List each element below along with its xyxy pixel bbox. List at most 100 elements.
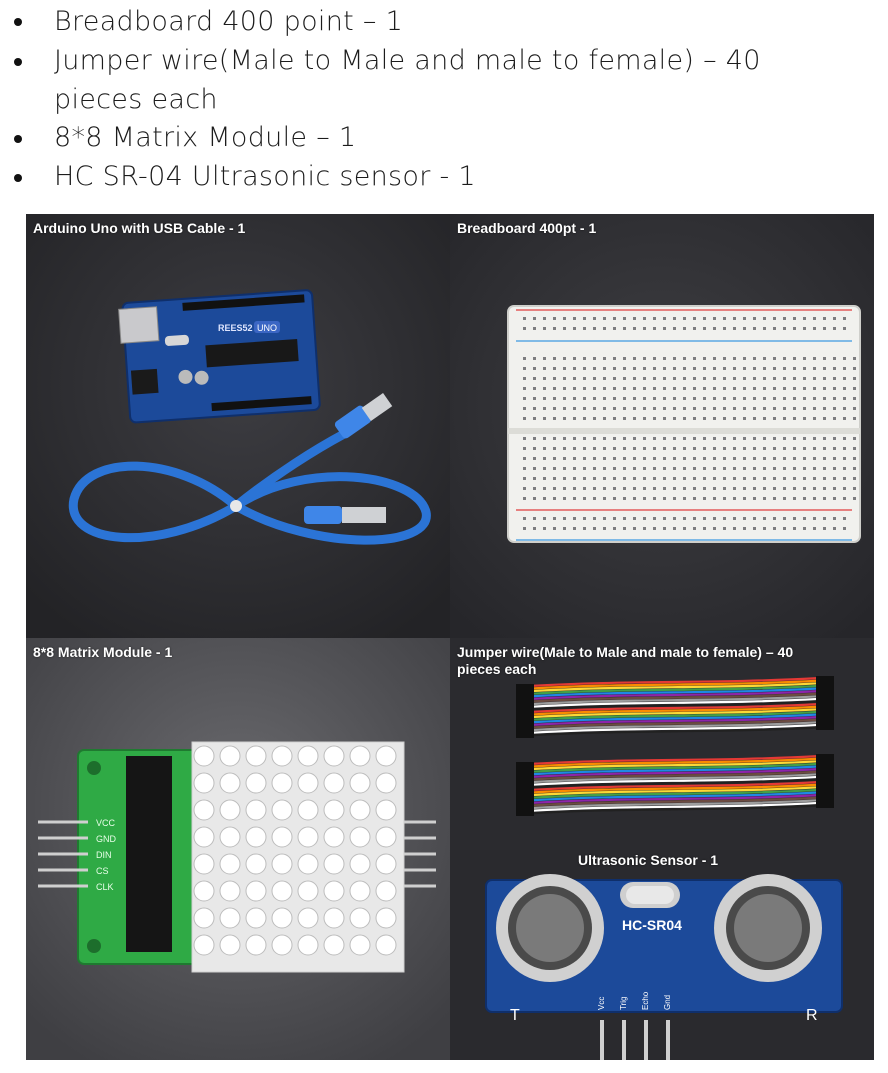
led-dot bbox=[349, 772, 371, 794]
jumper-wire bbox=[529, 796, 821, 807]
jumper-wire bbox=[529, 804, 821, 815]
jumper-wire bbox=[529, 788, 821, 799]
usb-cable bbox=[68, 392, 431, 545]
led-dot bbox=[193, 826, 215, 848]
led-dot bbox=[245, 934, 267, 956]
led-dot bbox=[245, 907, 267, 929]
led-dot bbox=[245, 880, 267, 902]
bullet-dot bbox=[14, 58, 22, 66]
jumper-wire bbox=[529, 791, 821, 802]
board-label: REES52 bbox=[218, 323, 253, 333]
jumper-wire bbox=[529, 723, 821, 734]
led-dot bbox=[271, 772, 293, 794]
pin-label-vcc: Vcc bbox=[597, 997, 606, 1010]
breadboard-illustration bbox=[450, 214, 874, 638]
led-dot bbox=[375, 772, 397, 794]
led-dot bbox=[245, 826, 267, 848]
led-dot bbox=[375, 907, 397, 929]
matrix-panel: VCC GND DIN CS CLK 8*8 Matrix Module - 1 bbox=[26, 638, 450, 1060]
jumper-wire bbox=[529, 679, 821, 690]
jumper-wire bbox=[529, 695, 821, 706]
wire-connectors-right bbox=[816, 676, 834, 730]
jumper-wire bbox=[529, 799, 821, 810]
jumper-wire bbox=[529, 793, 821, 805]
bullet-dot bbox=[14, 18, 22, 26]
list-item-matrix-module: 8*8 Matrix Module – 1 bbox=[54, 122, 357, 153]
list-item-jumper-wire-continued: pieces each bbox=[54, 84, 218, 115]
matrix-caption: 8*8 Matrix Module - 1 bbox=[33, 644, 173, 660]
led-dot bbox=[245, 772, 267, 794]
led-dot bbox=[219, 745, 241, 767]
led-dot bbox=[271, 907, 293, 929]
led-dot bbox=[245, 745, 267, 767]
jumper-wire bbox=[529, 687, 821, 698]
wire-connectors-left bbox=[516, 762, 534, 816]
led-dot bbox=[219, 880, 241, 902]
led-dot bbox=[297, 826, 319, 848]
led-dot bbox=[193, 772, 215, 794]
uno-badge bbox=[254, 321, 280, 333]
led-dot bbox=[323, 826, 345, 848]
wire-connectors-left bbox=[516, 684, 534, 738]
bullet-dot bbox=[14, 174, 22, 182]
led-dot bbox=[219, 799, 241, 821]
list-item-ultrasonic-sensor: HC SR-04 Ultrasonic sensor - 1 bbox=[54, 161, 476, 192]
jumper-wire bbox=[529, 801, 821, 812]
jumper-wire bbox=[529, 689, 821, 701]
led-dot bbox=[375, 799, 397, 821]
jumper-wire bbox=[529, 715, 821, 727]
jumper-wire bbox=[529, 700, 821, 711]
led-dot bbox=[375, 880, 397, 902]
led-dot bbox=[271, 745, 293, 767]
jumper-wire bbox=[529, 775, 821, 786]
led-dot bbox=[271, 934, 293, 956]
jumper-wire bbox=[529, 754, 821, 766]
led-dot bbox=[323, 934, 345, 956]
led-dot bbox=[271, 826, 293, 848]
jumper-wire-caption-line2: pieces each bbox=[457, 661, 537, 677]
led-dot bbox=[193, 934, 215, 956]
list-item-breadboard: Breadboard 400 point – 1 bbox=[54, 6, 404, 37]
led-dot bbox=[271, 880, 293, 902]
arduino-caption: Arduino Uno with USB Cable - 1 bbox=[33, 220, 246, 236]
led-dot bbox=[323, 745, 345, 767]
jumper-wire bbox=[529, 721, 821, 732]
jumper-wire bbox=[529, 713, 821, 724]
pin-label-clk: CLK bbox=[96, 882, 114, 892]
component-photo-grid: REES52 UNO Arduino Uno with USB Cable - … bbox=[26, 214, 874, 1060]
jumper-wire bbox=[529, 684, 821, 695]
pin-label-gnd: GND bbox=[96, 834, 117, 844]
jumper-wire-caption: Jumper wire(Male to Male and male to fem… bbox=[457, 644, 793, 678]
led-dot bbox=[271, 853, 293, 875]
ultrasonic-caption: Ultrasonic Sensor - 1 bbox=[578, 852, 719, 868]
jumper-wire bbox=[529, 676, 821, 688]
led-dot bbox=[349, 853, 371, 875]
jumper-wire bbox=[529, 757, 821, 768]
led-dot bbox=[193, 907, 215, 929]
led-dot bbox=[349, 826, 371, 848]
jumper-wire bbox=[529, 783, 821, 794]
led-dot bbox=[323, 799, 345, 821]
led-dot bbox=[297, 772, 319, 794]
led-dot bbox=[219, 853, 241, 875]
led-dot bbox=[349, 907, 371, 929]
pin-label-cs: CS bbox=[96, 866, 109, 876]
jumper-wire bbox=[529, 710, 821, 721]
arduino-panel: REES52 UNO Arduino Uno with USB Cable - … bbox=[26, 214, 450, 638]
led-dot bbox=[297, 745, 319, 767]
jumper-wire bbox=[529, 708, 821, 719]
led-dot bbox=[323, 880, 345, 902]
jumper-wire bbox=[529, 773, 821, 784]
wire-connectors-right bbox=[816, 754, 834, 808]
breadboard-caption: Breadboard 400pt - 1 bbox=[457, 220, 597, 236]
jumper-wire bbox=[529, 705, 821, 716]
led-dot bbox=[193, 880, 215, 902]
breadboard-panel: Breadboard 400pt - 1 bbox=[450, 214, 874, 638]
jumper-wire bbox=[529, 760, 821, 771]
led-dot bbox=[375, 826, 397, 848]
arduino-illustration: REES52 UNO bbox=[26, 214, 450, 638]
jumper-wire bbox=[529, 778, 821, 789]
matrix-illustration: VCC GND DIN CS CLK bbox=[26, 638, 450, 1060]
sensor-model-label: HC-SR04 bbox=[622, 917, 682, 933]
jumper-wire bbox=[529, 786, 821, 797]
